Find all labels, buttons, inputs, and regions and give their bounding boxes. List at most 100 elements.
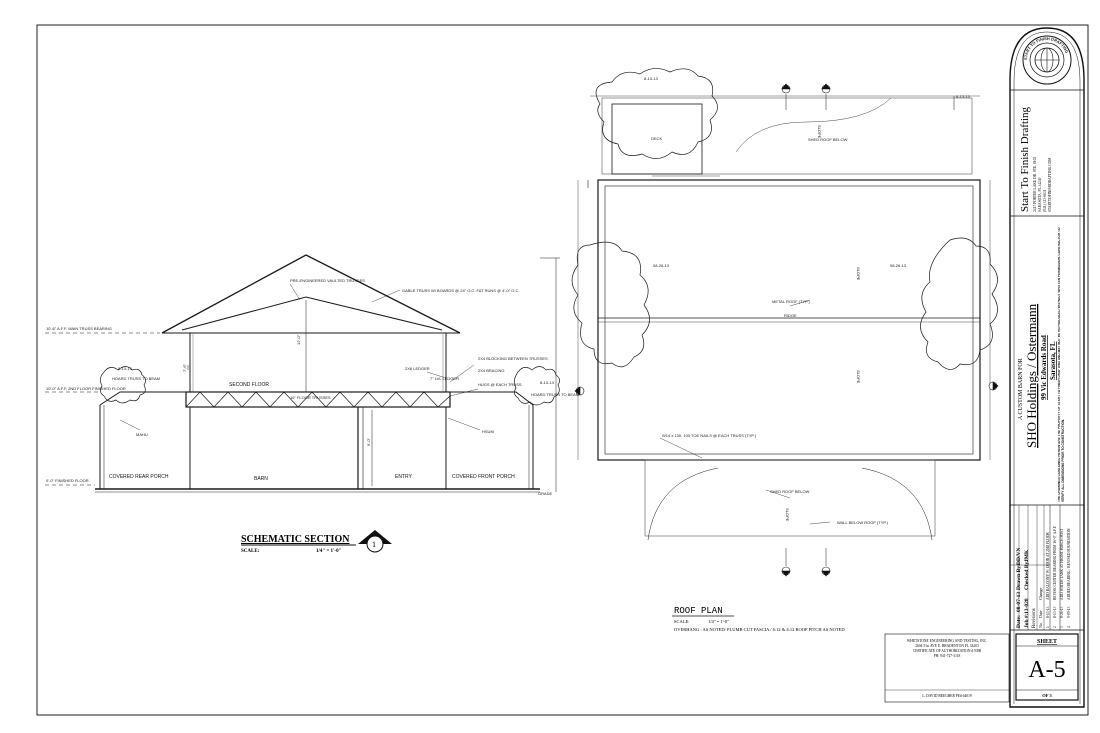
- room-front-porch: COVERED FRONT PORCH: [452, 474, 515, 480]
- note-grade: GRADE: [538, 491, 553, 496]
- sheet-number: A-5: [1028, 657, 1065, 683]
- section-title: SCHEMATIC SECTION: [241, 534, 350, 545]
- company-phone: (941) 323-6631: [1043, 189, 1047, 212]
- note-floor-trusses: 16" FLOOR TRUSSES: [290, 395, 331, 400]
- section-number: 1: [372, 540, 376, 549]
- room-rear-porch: COVERED REAR PORCH: [109, 474, 169, 480]
- revision-cell: ADD BALCONY W/ DOOR AT 2ND FLOOR: [1046, 532, 1050, 600]
- label-rev-date-b: 08-26-13: [653, 263, 670, 268]
- note-second-floor-level: 10'-0" A.F.F. 2ND FLOOR FINISHED FLOOR: [46, 386, 126, 391]
- roof-plan-scale-value: 1/4" = 1'-0": [708, 619, 729, 624]
- section-scale-label: SCALE:: [241, 549, 260, 554]
- note-hoard-right: HOARD TRUSS TO BEAM: [531, 392, 579, 397]
- drawn-by-label: Drawn By:: [1016, 564, 1022, 590]
- label-nails: W14 x 130, 100 TOE NAILS @ EACH TRUSS (T…: [662, 433, 757, 438]
- title-block-text: Start To Finish Drafting 2417 PORTER LAK…: [1016, 106, 1065, 628]
- note-gable: GABLE TRUSS W/ BOARDS @ 24" O.C. FAT RUN…: [402, 288, 520, 293]
- revision-cell: 8-26-13: [1060, 606, 1064, 618]
- revision-cell: ADD WATER TANK AT FRONT PORCH POST: [1060, 528, 1064, 600]
- note-wall-bearing: 10'-6" A.F.F. MAIN TRUSS BEARING: [46, 326, 112, 331]
- title-block: [884, 27, 1085, 708]
- label-rev-date-d: 8-13-13: [956, 94, 971, 99]
- roof-plan-title: ROOF PLAN: [674, 606, 723, 616]
- engineer-line-3: CERTIFICATE OF AUTHORIZATION # 9398: [913, 649, 982, 653]
- schematic-section-drawing: [45, 254, 560, 493]
- section-scale-value: 1/4" = 1'-0": [316, 549, 342, 554]
- roof-plan-markers: [574, 83, 999, 577]
- revision-cell: 2: [1053, 626, 1057, 628]
- room-entry: ENTRY: [395, 474, 413, 480]
- revision-cell: 9-09-13: [1067, 606, 1071, 618]
- section-title-block: SCHEMATIC SECTION SCALE: 1/4" = 1'-0" 1: [241, 530, 392, 554]
- roof-plan-scale-label: SCALE:: [674, 619, 690, 624]
- job-value: 13-028: [1024, 598, 1030, 614]
- engineer-line-4: PH: 941-727-3118: [934, 654, 961, 658]
- revision-cell: 3: [1060, 626, 1064, 628]
- label-shed-below: SHED ROOF BELOW: [770, 489, 810, 494]
- revision-cell: 8-13-13: [1053, 606, 1057, 618]
- note-hugs: HUGS @ EACH TRUSS: [478, 382, 522, 387]
- label-slope-lower: SLOPE: [856, 370, 861, 384]
- note-hsum: HSUM: [482, 429, 494, 434]
- revision-table: 1 8-13-13 ADD BALCONY W/ DOOR AT 2ND FLOOR…: [1046, 525, 1071, 628]
- revision-cell: ADDED BEARING / REVISED FOUNDATION: [1067, 528, 1071, 600]
- sheet-border: [36, 24, 1089, 716]
- rev-header-change: Change: [1038, 588, 1043, 600]
- label-slope-shed: SLOPE: [785, 508, 790, 522]
- roof-plan-drawing: [571, 68, 998, 566]
- dim-first-floor-height: 9'-0": [366, 437, 371, 446]
- revision-cell: 1: [1046, 626, 1050, 628]
- checked-by-value: JMK: [1024, 549, 1030, 562]
- room-second-floor: SECOND FLOOR: [229, 382, 269, 388]
- note-ledger: 2X6 LEDGER: [405, 366, 430, 371]
- dim-wall-height: 7'-6": [182, 363, 187, 372]
- date-label: Date:: [1016, 615, 1022, 628]
- roof-plan-title-block: ROOF PLAN SCALE: 1/4" = 1'-0" OVERHANG :…: [672, 606, 845, 632]
- label-slope-upper: SLOPE: [856, 267, 861, 281]
- engineer-line-2: 2604 51st AVE E. BRADENTON FL 34203: [915, 644, 979, 648]
- revision-cell: 8-13-13: [1046, 606, 1050, 618]
- note-hoard-left: HOARD TRUSS TO BEAM: [112, 376, 160, 381]
- project-city: Sarasota, FL: [1049, 341, 1057, 380]
- engineer-stamp: WHETSTONE ENGINEERING AND TESTING, INC. …: [907, 639, 987, 698]
- note-trusses: PRE-ENGINEERED VAULTED TRUSSES: [290, 278, 365, 283]
- date-value: 08-07-13: [1016, 592, 1022, 612]
- engineer-signature: L. DAVID BEEGHER PE# 64019: [922, 694, 972, 698]
- company-name: Start To Finish Drafting: [1019, 106, 1031, 212]
- label-wall-below: WALL BELOW ROOF (TYP.): [837, 520, 889, 525]
- company-address-1: 2417 PORTER LAKE DR. STE. #102: [1033, 157, 1037, 212]
- sheet-label: SHEET: [1037, 639, 1057, 645]
- note-first-floor-level: 0'-0" FINISHED FLOOR: [46, 478, 89, 483]
- roof-plan-labels: DECK SHED ROOF BELOW METAL ROOF (TYP.) R…: [644, 76, 971, 525]
- note-blocking: 2X4 BLOCKING BETWEEN TRUSSES: [478, 356, 548, 361]
- revision-cell: 4: [1067, 626, 1071, 628]
- sheet-of: OF 5: [1042, 693, 1052, 698]
- schematic-section-labels: SECOND FLOOR BARN ENTRY COVERED REAR POR…: [46, 278, 579, 496]
- engineer-line-1: WHETSTONE ENGINEERING AND TESTING, INC.: [907, 639, 987, 644]
- rev-header-date: Date: [1038, 610, 1043, 618]
- checked-by-label: Checked By:: [1024, 560, 1030, 590]
- dim-vault-height: 12'-0": [296, 334, 301, 345]
- label-slope-deck: SLOPE: [817, 125, 822, 139]
- company-website: STARTTOFINISHDRAFTING.COM: [1048, 157, 1052, 212]
- revisions-heading: Revisions: [1032, 608, 1037, 628]
- company-address-2: SARASOTA, FL 34240: [1038, 177, 1043, 212]
- label-rev-date-a: 8-13-13: [644, 76, 659, 81]
- label-deck: DECK: [651, 136, 662, 141]
- label-ridge: RIDGE: [784, 313, 797, 318]
- note-rev-date-left: 8-13-13: [118, 366, 133, 371]
- job-label: Job #:: [1024, 613, 1030, 628]
- note-rev-date-right: 8-13-13: [540, 380, 555, 385]
- label-shed-above: SHED ROOF BELOW: [808, 137, 848, 142]
- project-street: 99 Vic Edwards Road: [1040, 335, 1048, 400]
- project-type: A CUSTOM BARN FOR: [1018, 358, 1024, 420]
- note-mahu: MAHU: [136, 432, 148, 437]
- rev-header-no: No.: [1038, 622, 1043, 628]
- label-rev-date-c: 08-26-13: [890, 263, 907, 268]
- roof-plan-overhang-note: OVERHANG : AS NOTED/ PLUMB CUT FASCIA / …: [674, 627, 845, 632]
- note-bracing: 2X4 BRACING: [478, 368, 504, 373]
- label-metal-roof: METAL ROOF (TYP.): [772, 299, 810, 304]
- client-name: SHO Holdings / Ostermann: [1024, 303, 1039, 448]
- room-barn: BARN: [254, 476, 268, 482]
- section-marker-circle: [366, 535, 384, 553]
